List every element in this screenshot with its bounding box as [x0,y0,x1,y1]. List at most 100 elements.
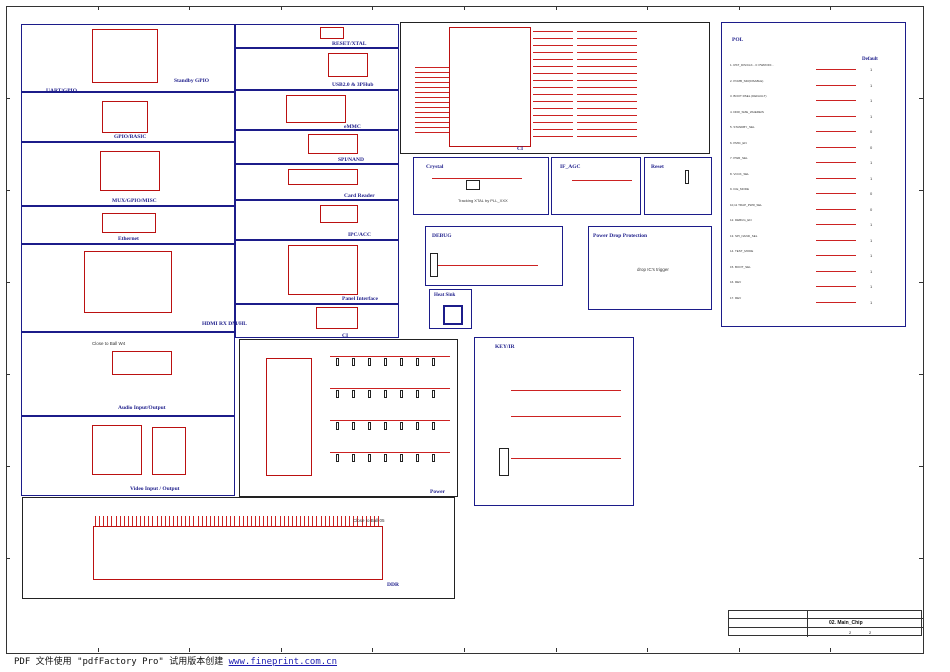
ddr-pin [230,516,232,526]
border-tick [6,190,10,191]
power-rail [330,420,450,421]
block-card: Card Reader [235,164,399,200]
power-capacitor [384,422,387,430]
border-tick [280,6,282,10]
pol-row-number: 13. [730,233,736,238]
pol-row-text: ICE_MODE [733,187,750,191]
ddr-pin [95,516,96,526]
power-capacitor [352,390,355,398]
ci-trace [577,45,637,46]
ci-trace [533,45,573,46]
power-capacitor [400,390,403,398]
ddr-pin [341,516,342,526]
schematic-sheet [6,6,924,654]
border-tick [97,648,99,652]
block-title-ci-small: CI [342,333,349,339]
ddr-pin [369,516,371,526]
pol-row-number: 3. [730,94,734,98]
border-tick [919,374,923,375]
chip-video [92,425,142,475]
border-tick [919,98,923,99]
block-title-ipc: IPC/ACC [348,232,371,238]
border-tick [97,6,99,10]
pol-row: 13. SPI_NAND_SEL [730,234,757,238]
ci-trace-left [415,82,449,83]
ddr-pin [144,516,146,526]
pol-row-trace [816,146,856,148]
power-capacitor [336,422,339,430]
pol-row-default: 1 [870,268,873,274]
pol-row-number: 9. [730,187,734,191]
pol-row-text: REV [735,295,742,300]
pol-row: 14. TEST_MODE [730,249,753,253]
pol-row: 17. REV [730,296,741,300]
ddr-pin [103,516,105,526]
pol-row-default: 0 [870,191,873,196]
pdf-footer-link[interactable]: www.fineprint.com.cn [228,657,338,667]
ddr-pin [336,516,338,526]
block-mux: MUX/GPIO/MISC [21,142,235,206]
block-title-panel: Panel Interface [342,296,378,302]
pol-row-text: DDR_SIZE_WHEREIS [733,109,764,114]
key-ir-connector [499,448,509,476]
power-capacitor [336,358,339,366]
chip-hdmi [84,251,172,313]
block-title-card: Card Reader [344,193,375,199]
pol-row-default: 1 [870,113,873,119]
pol-row-default: 1 [870,222,873,227]
border-tick [189,6,191,10]
ci-trace [533,136,573,137]
ddr-pin [238,516,240,526]
block-title-default: Default [862,57,878,62]
ddr-pin [107,516,109,526]
pol-row: 1. RST_DIS/CLK...3: PWROFF... [730,63,774,67]
pol-row-trace [816,270,856,272]
ci-trace-left [415,77,449,78]
chip-ci-small [316,307,358,329]
block-video: Video Input / Output [21,416,235,496]
pol-row-trace [816,84,856,86]
block-ethernet: Ethernet [21,206,235,244]
power-capacitor [416,390,419,398]
chip-spi [308,134,358,154]
drop-note: drop IC's trigger [637,267,669,272]
pol-row-default: 1 [870,299,873,305]
pol-row-trace [816,239,856,241]
ddr-pin [357,516,359,526]
block-title-usb: USB2.0 & 3PHub [332,82,374,88]
ci-trace [533,31,573,32]
pol-row-default: 1 [870,284,873,289]
ci-trace [577,59,637,60]
power-capacitor [368,390,371,398]
power-rail [330,452,450,453]
ddr-pin [160,516,162,526]
pol-row-text: STANDBY_SEL [733,125,755,129]
pol-row-trace [816,286,856,287]
pol-row: 12. DEBUG_EN [730,218,752,222]
border-tick [555,6,557,10]
pol-row-trace [816,162,856,163]
ddr-pin [373,516,375,526]
pol-row-default: 1 [870,67,873,72]
border-tick [555,648,557,652]
pol-row-trace [816,100,856,101]
ddr-pin [168,516,170,526]
power-capacitor [352,358,355,366]
power-rail [330,356,450,357]
ci-trace-left [415,127,449,128]
power-capacitor [336,454,339,462]
title-block-title: 02. Main_Chip [829,620,863,626]
ddr-pin [254,516,256,526]
pol-row-number: 17. [730,295,736,300]
title-block-sheet: 2 [849,630,852,635]
ddr-pin [312,516,314,526]
pol-row-number: 16. [730,280,736,284]
ddr-pin [263,516,265,526]
block-power: Power [239,339,458,497]
power-capacitor [416,358,419,366]
ddr-pin [193,516,195,526]
power-capacitor [432,390,435,398]
ci-trace [577,129,637,130]
pol-row-number: 12. [730,218,736,222]
chip-audio [112,351,172,375]
